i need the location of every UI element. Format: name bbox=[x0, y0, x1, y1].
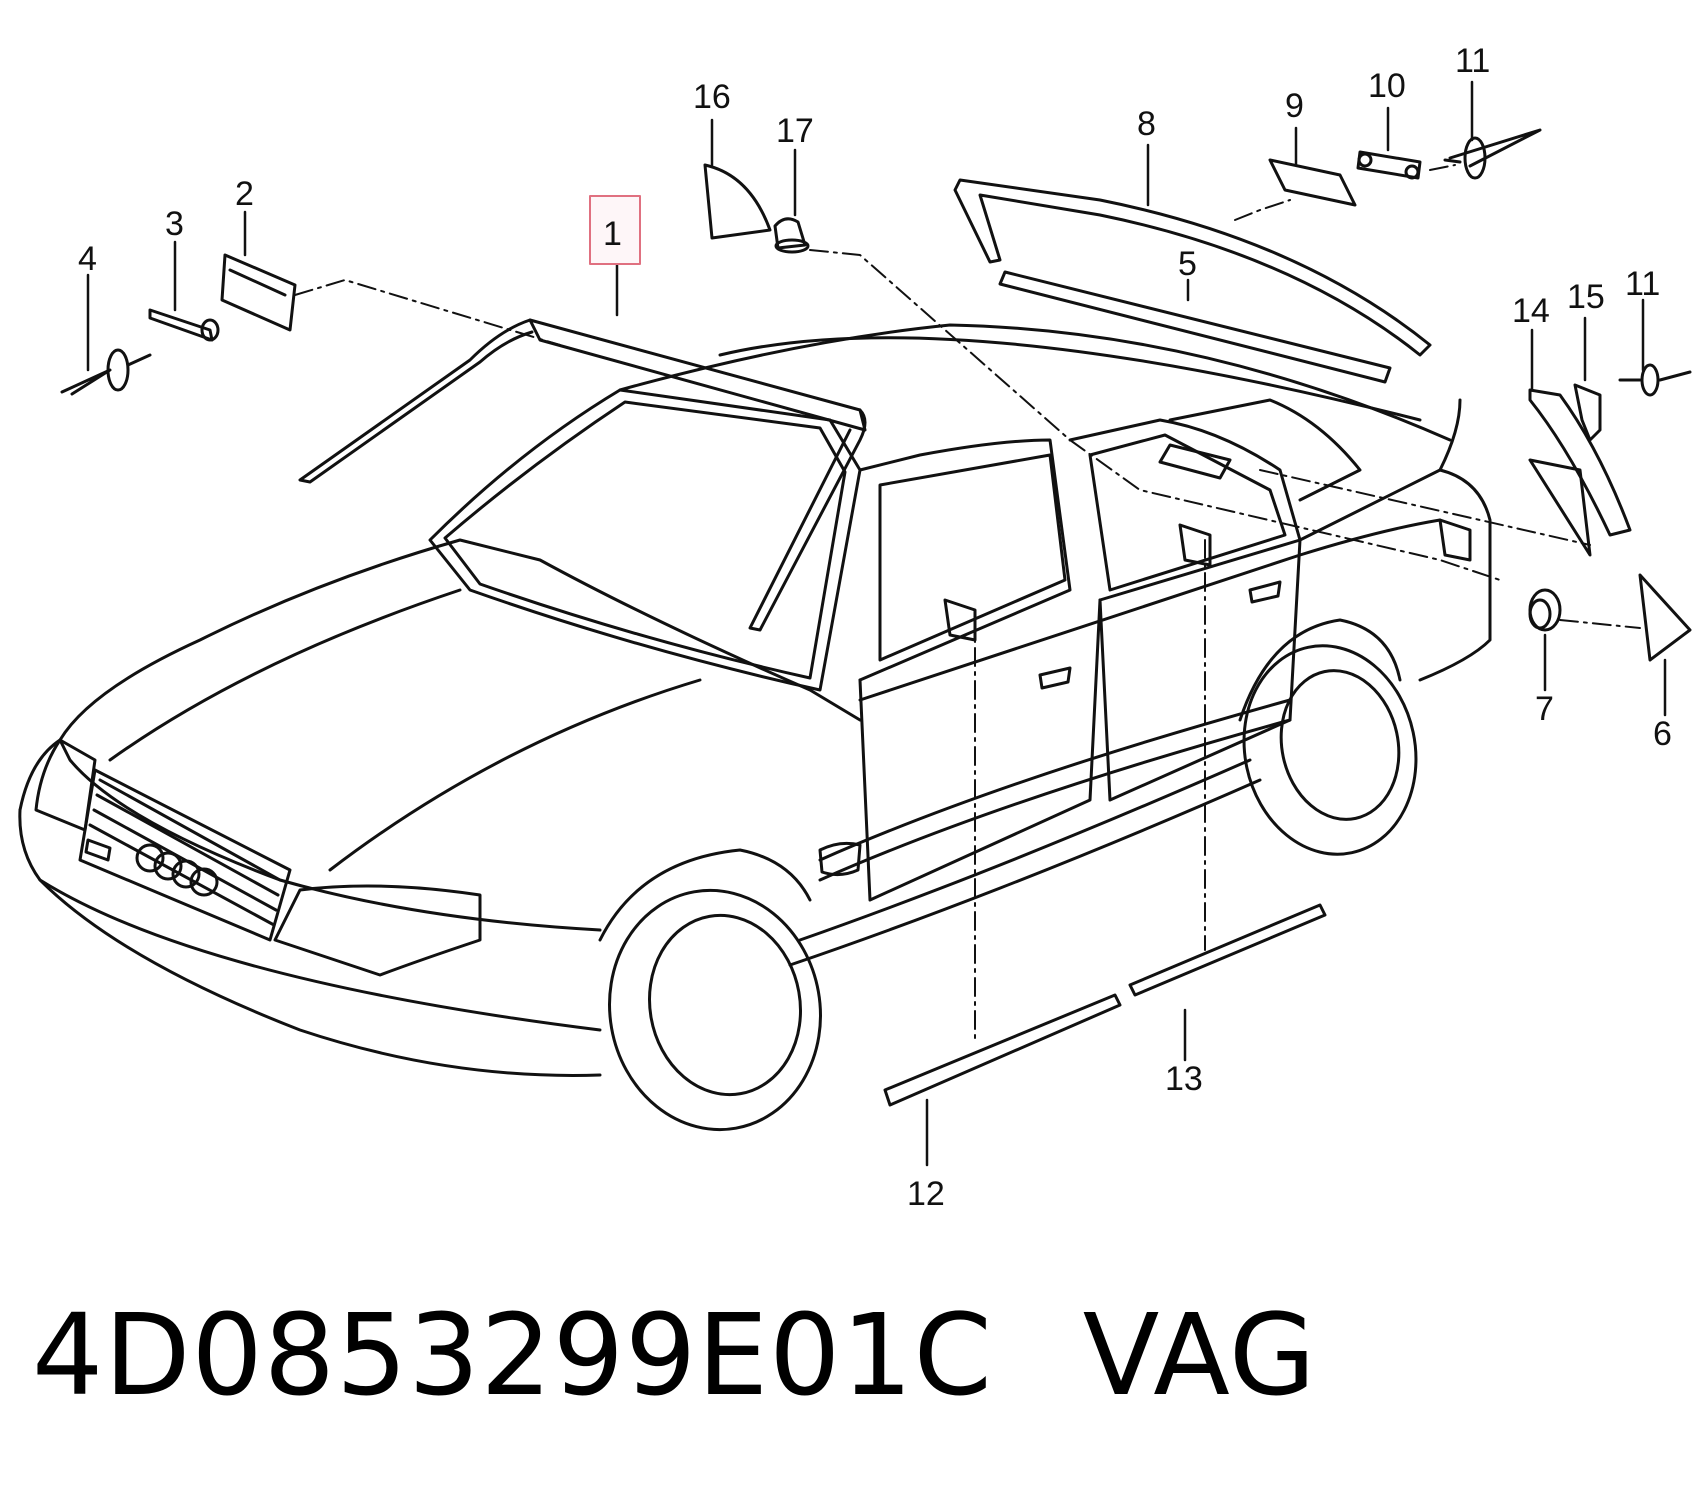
callout-16: 16 bbox=[693, 78, 731, 116]
callout-12: 12 bbox=[907, 1175, 945, 1213]
callout-2: 2 bbox=[235, 175, 254, 213]
callout-11-right: 11 bbox=[1625, 265, 1660, 303]
callout-5: 5 bbox=[1178, 245, 1197, 283]
car-body bbox=[18, 323, 1492, 1132]
callout-7: 7 bbox=[1535, 690, 1554, 728]
callout-13: 13 bbox=[1165, 1060, 1203, 1098]
leader-lines bbox=[86, 80, 1667, 1167]
callout-9: 9 bbox=[1285, 87, 1304, 125]
callout-6: 6 bbox=[1653, 715, 1672, 753]
callout-4: 4 bbox=[78, 240, 97, 278]
callout-15: 15 bbox=[1567, 278, 1605, 316]
callout-8: 8 bbox=[1137, 105, 1156, 143]
callout-11-top: 11 bbox=[1455, 42, 1490, 80]
parts bbox=[60, 128, 1692, 1107]
callout-14: 14 bbox=[1512, 292, 1550, 330]
highlight-box bbox=[589, 195, 641, 265]
callout-17: 17 bbox=[776, 112, 814, 150]
brand-name: VAG bbox=[1082, 1291, 1317, 1421]
callout-1: 1 bbox=[603, 215, 622, 253]
callout-3: 3 bbox=[165, 205, 184, 243]
connector-lines bbox=[294, 164, 1641, 1041]
callout-10: 10 bbox=[1368, 67, 1406, 105]
part-number: 4D0853299E01C bbox=[32, 1291, 993, 1421]
